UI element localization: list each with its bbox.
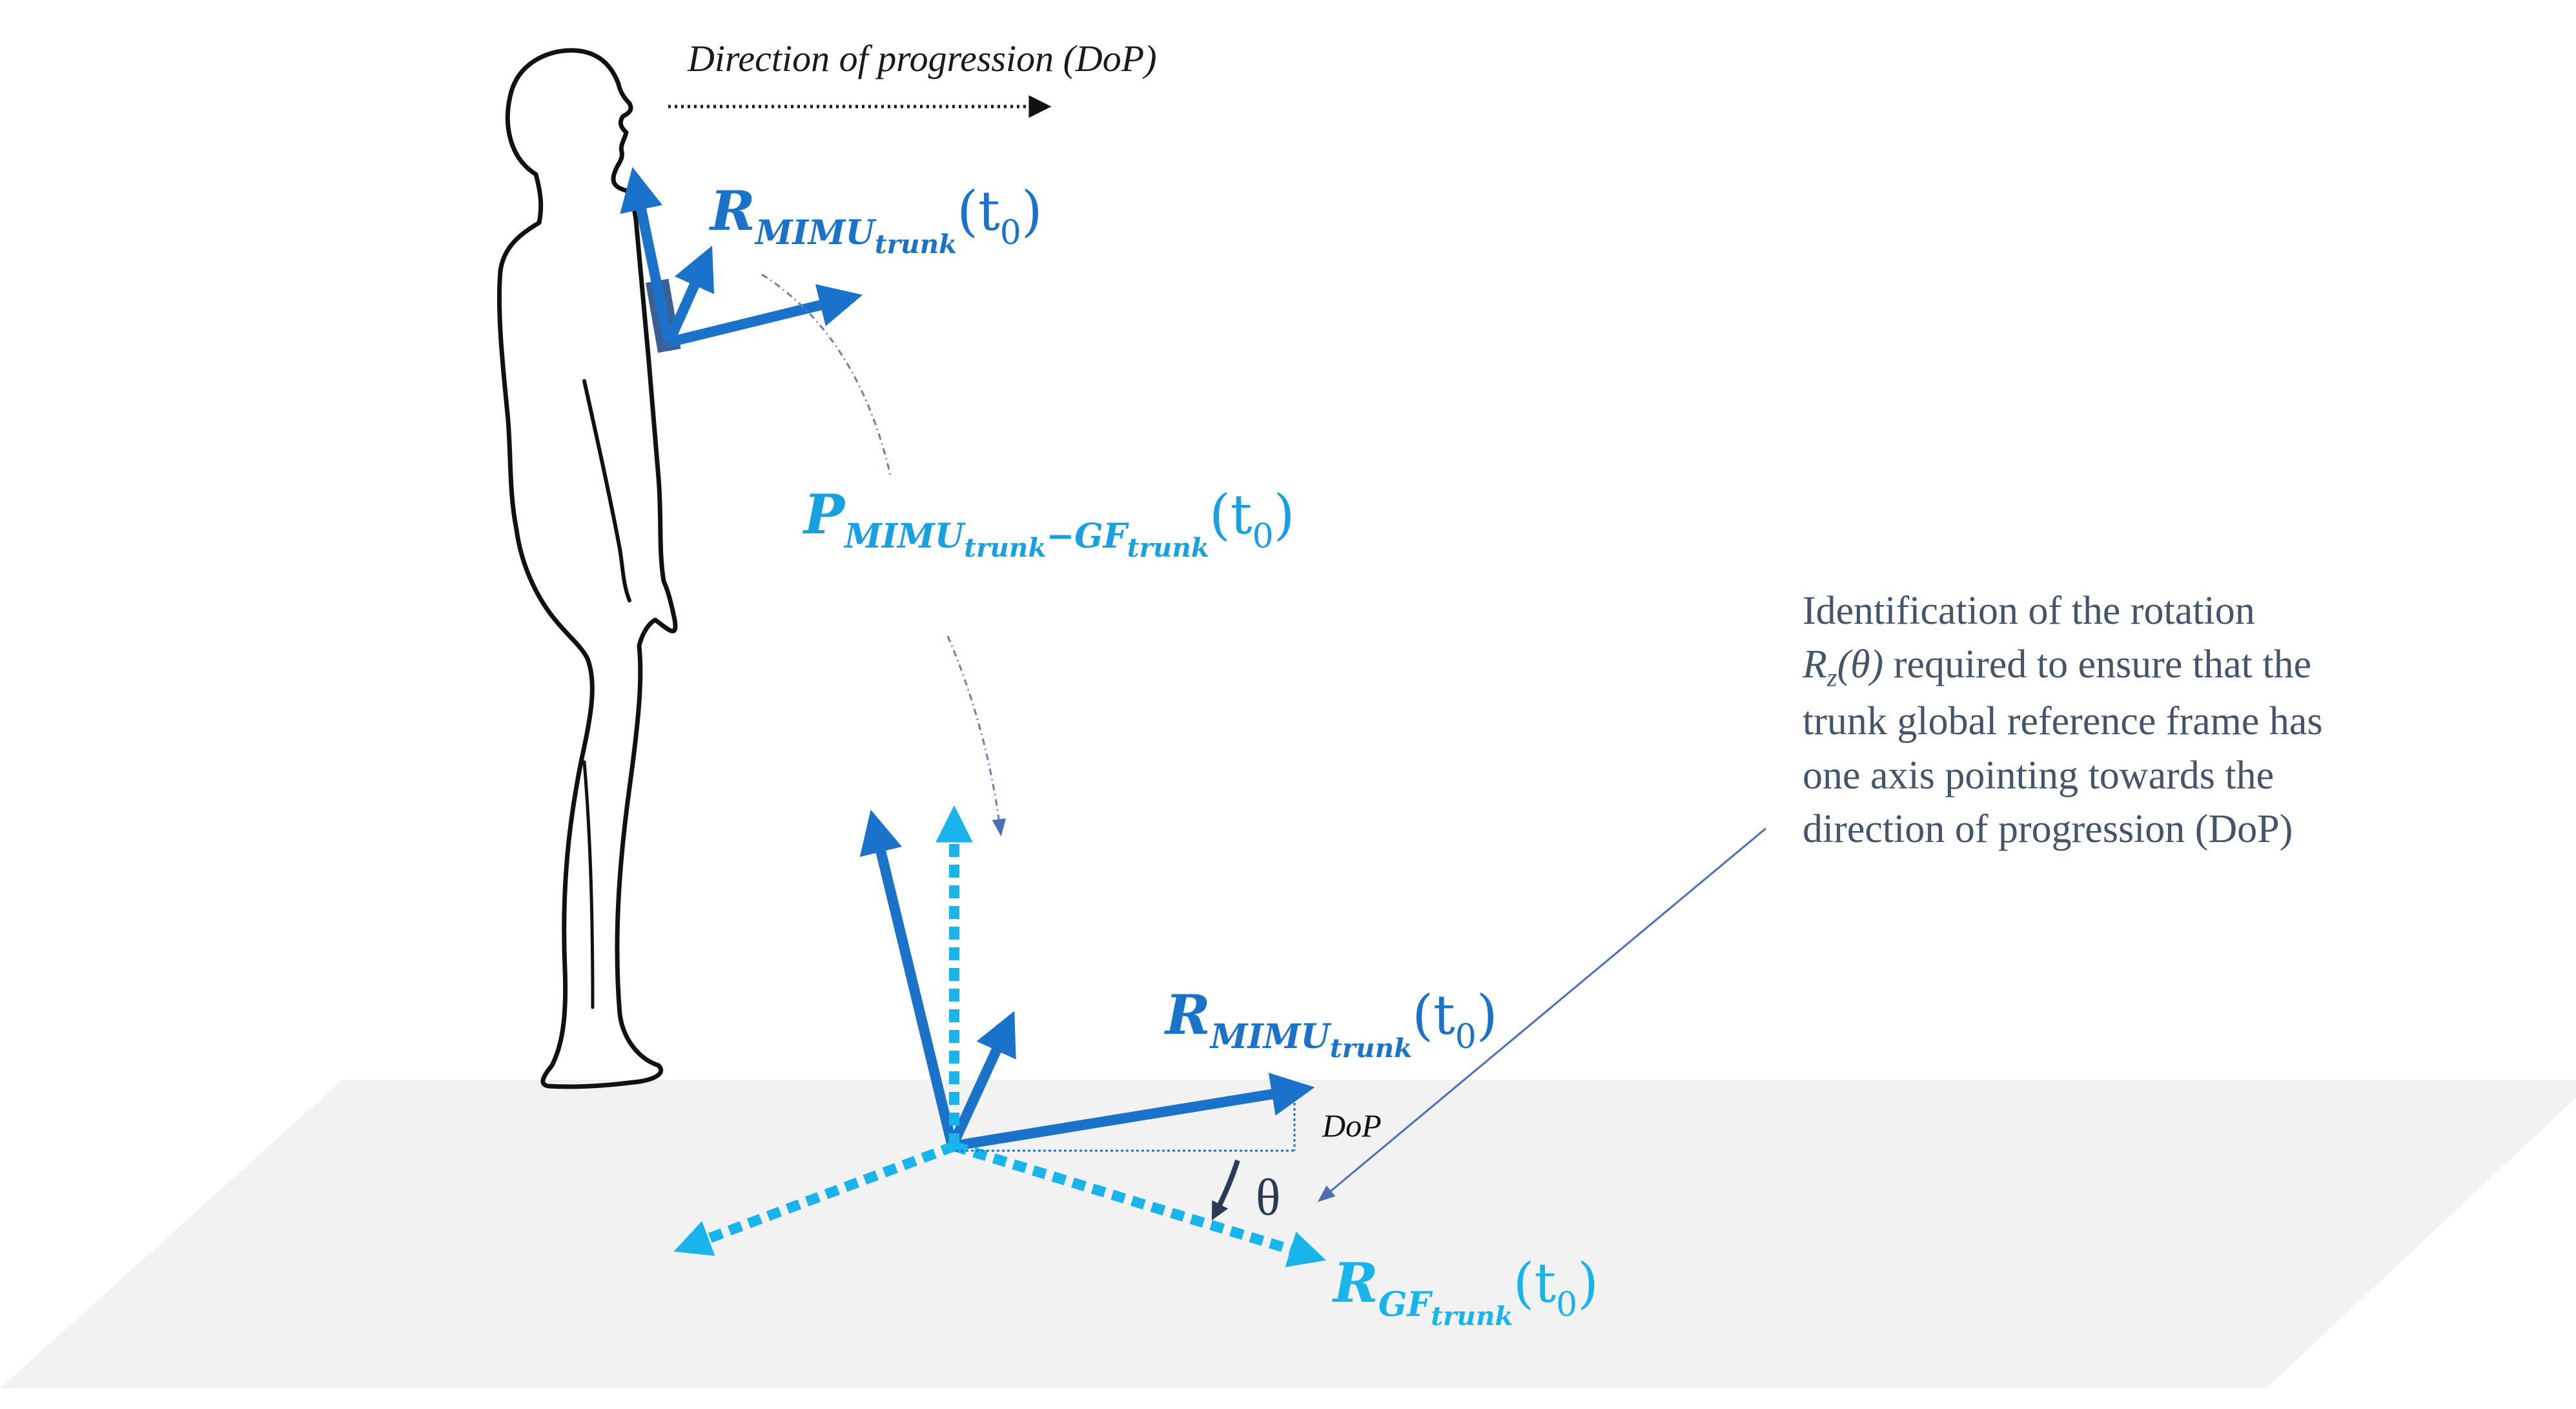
mimu-bottom-x-axis — [951, 1073, 1315, 1151]
gf-frame — [673, 805, 1327, 1268]
identification-line-3: trunk global reference frame has — [1803, 699, 2323, 744]
theta-arc — [1211, 1159, 1240, 1220]
dop-caption: Direction of progression (DoP) — [688, 37, 1157, 79]
floor-plane — [0, 1080, 2576, 1388]
human-silhouette — [496, 48, 678, 1089]
mimu-top-z-axis — [664, 245, 715, 345]
theta-label: θ — [1256, 1169, 1281, 1226]
gf-axis-left — [673, 1141, 956, 1256]
r-gf-trunk-label: RGFtrunk(t0) — [1333, 1251, 1599, 1332]
mimu-top-y-axis — [620, 167, 674, 344]
identification-line-1: Identification of the rotation — [1803, 589, 2255, 633]
dop-projection — [956, 1098, 1296, 1152]
dop-short-label: DoP — [1322, 1107, 1382, 1144]
mimu-bottom-z-axis — [947, 1011, 1016, 1149]
identification-leader-line — [1317, 827, 1766, 1202]
gf-axis-right — [952, 1141, 1327, 1268]
identification-line-4: one axis pointing towards the — [1803, 753, 2274, 797]
r-mimu-trunk-label-top: RMIMUtrunk(t0) — [710, 179, 1043, 260]
identification-line-5: direction of progression (DoP) — [1803, 807, 2293, 851]
p-mimu-gf-label: PMIMUtrunk−GFtrunk(t0) — [804, 482, 1295, 564]
mimu-top-x-axis — [668, 283, 863, 347]
r-mimu-trunk-label-bottom: RMIMUtrunk(t0) — [1165, 983, 1498, 1064]
mimu-frame-top — [620, 167, 863, 347]
human-leg-divider — [582, 760, 595, 1009]
identification-line-2: Rz(θ) required to ensure that the — [1803, 643, 2312, 692]
identification-text: Identification of the rotation Rz(θ) req… — [1803, 584, 2448, 856]
mimu-bottom-y-axis — [859, 809, 957, 1147]
mimu-frame-bottom — [859, 809, 1315, 1151]
human-arm-line — [582, 379, 631, 602]
p-connector-lower — [946, 635, 1007, 837]
